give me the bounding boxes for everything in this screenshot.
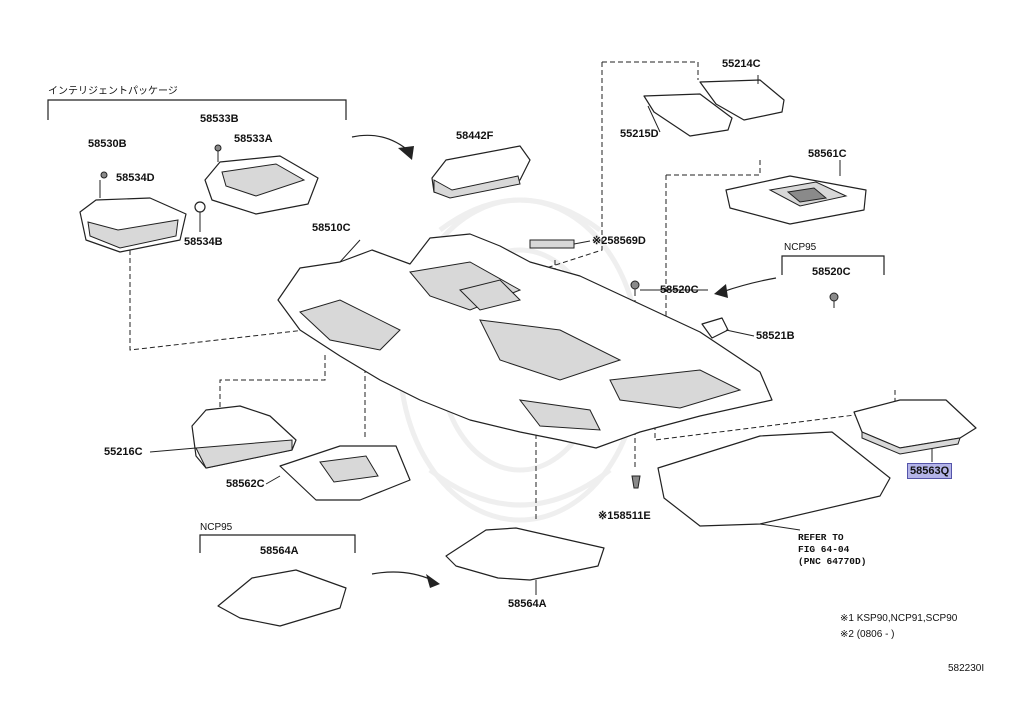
part-label-58561C[interactable]: 58561C xyxy=(808,148,847,160)
refer-line-2: FIG 64-04 xyxy=(798,544,850,555)
part-58561C-tray xyxy=(725,175,867,225)
label-leaders xyxy=(149,75,841,485)
bracket-ncp95-right xyxy=(781,255,885,275)
part-label-55215D[interactable]: 55215D xyxy=(620,128,659,140)
clip-58511E xyxy=(631,475,641,489)
bracket-ncp95-bottom xyxy=(199,534,356,553)
figure-id: 582230I xyxy=(948,663,985,674)
part-label-58511E[interactable]: ※158511E xyxy=(598,510,651,522)
part-label-58533A[interactable]: 58533A xyxy=(234,133,273,145)
part-55215D-mat xyxy=(643,93,733,137)
part-label-58534B[interactable]: 58534B xyxy=(184,236,223,248)
part-58562C-tray xyxy=(279,445,411,501)
clip-58520C xyxy=(630,280,640,296)
part-rear-deck-mat xyxy=(657,431,891,531)
part-label-58563Q-highlighted[interactable]: 58563Q xyxy=(906,463,953,479)
part-label-55214C[interactable]: 55214C xyxy=(722,58,761,70)
part-label-58442F[interactable]: 58442F xyxy=(456,130,494,142)
clip-58521B xyxy=(701,317,729,339)
footnote-1: ※1 KSP90,NCP91,SCP90 xyxy=(840,613,958,624)
part-label-58520C[interactable]: 58520C xyxy=(660,284,699,296)
part-label-55216C[interactable]: 55216C xyxy=(104,446,143,458)
arrow-icon xyxy=(371,571,440,588)
part-label-58530B[interactable]: 58530B xyxy=(88,138,127,150)
part-label-58520C-ncp95[interactable]: 58520C xyxy=(812,266,851,278)
part-58510C-floor-carpet xyxy=(277,233,773,449)
part-58569D-strip xyxy=(529,239,575,249)
part-55214C-mat xyxy=(699,79,785,121)
part-58564A-mat xyxy=(445,527,605,595)
part-label-58562C[interactable]: 58562C xyxy=(226,478,265,490)
part-label-58564A-ncp95[interactable]: 58564A xyxy=(260,545,299,557)
part-55216C-mat xyxy=(191,405,297,469)
part-58563Q-mat xyxy=(853,399,977,462)
group-label-intelligent-package: インテリジェントパッケージ xyxy=(48,86,178,97)
part-label-58510C[interactable]: 58510C xyxy=(312,222,351,234)
refer-line-1: REFER TO xyxy=(798,532,844,543)
part-label-58569D[interactable]: ※258569D xyxy=(592,235,646,247)
part-label-58564A[interactable]: 58564A xyxy=(508,598,547,610)
part-label-58534D[interactable]: 58534D xyxy=(116,172,155,184)
arrow-icon xyxy=(351,134,414,160)
refer-line-3: (PNC 64770D) xyxy=(798,556,867,567)
part-58564A-ncp95-mat xyxy=(217,569,347,627)
footnote-2: ※2 (0806 - ) xyxy=(840,629,895,640)
part-58442F-pad xyxy=(431,145,531,199)
group-label-ncp95-bottom: NCP95 xyxy=(200,522,233,533)
part-58533A-tray xyxy=(194,144,319,232)
part-label-58521B[interactable]: 58521B xyxy=(756,330,795,342)
arrow-icon xyxy=(714,277,777,298)
part-58534D-tray xyxy=(79,171,187,253)
group-label-ncp95-right: NCP95 xyxy=(784,242,817,253)
bracket-intelligent-package xyxy=(47,99,347,120)
part-label-58533B[interactable]: 58533B xyxy=(200,113,239,125)
clip-58520C-ncp95 xyxy=(829,292,839,308)
